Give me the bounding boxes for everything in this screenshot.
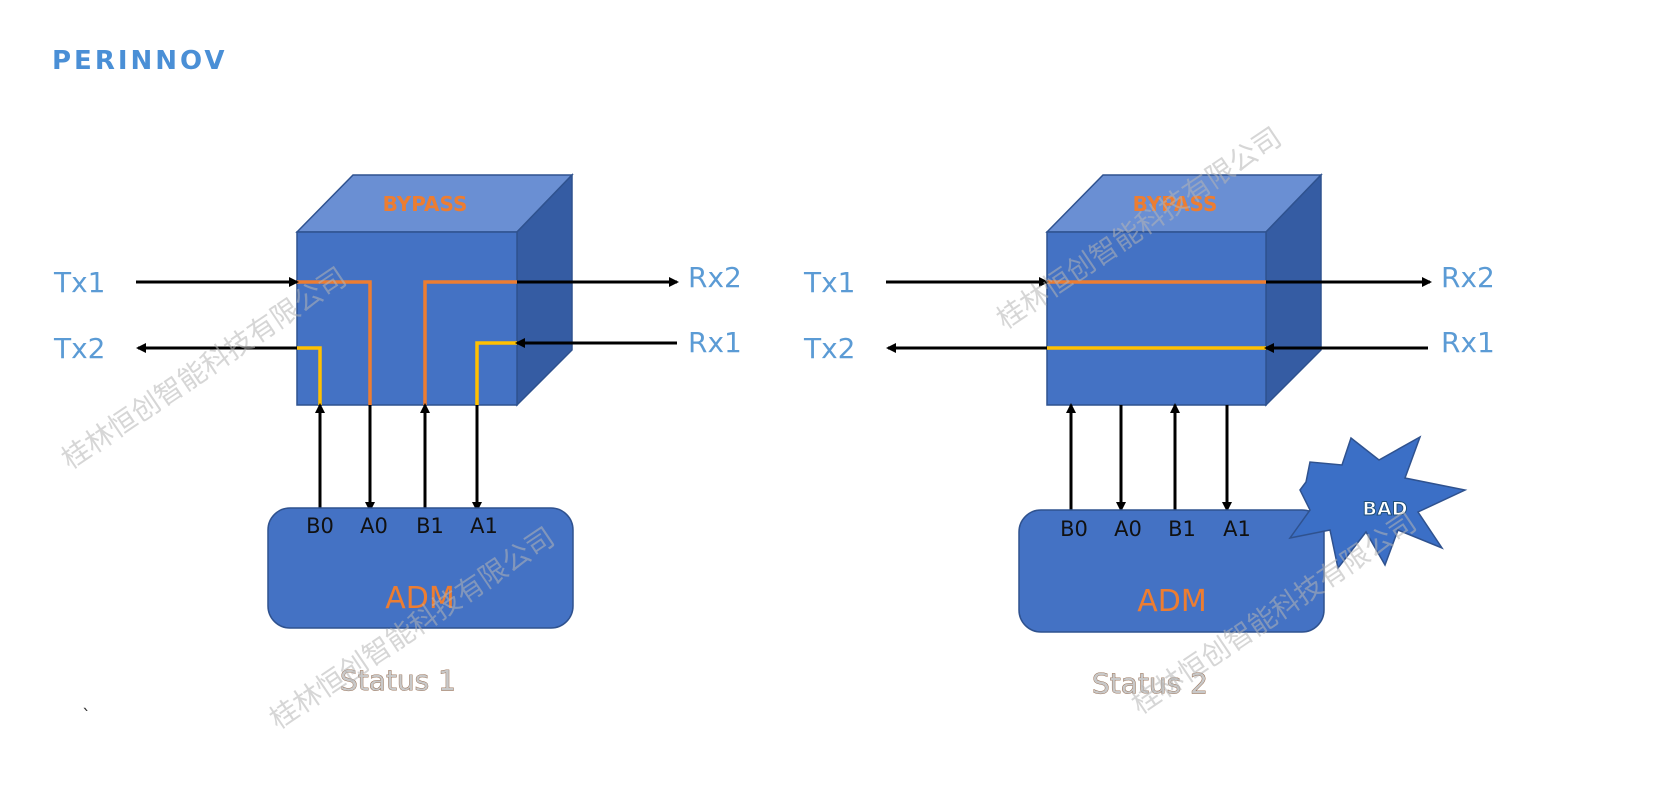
pin-b1: B1 [416,514,444,538]
cube-front-face [296,231,518,406]
pin-a0: A0 [1114,517,1142,541]
label-rx2: Rx2 [1441,261,1495,294]
path-rx1-to-a1 [475,341,517,405]
status-caption: Status 2 [1092,667,1208,700]
pin-a1: A1 [1223,517,1251,541]
status-caption: Status 1 [340,664,456,697]
internal-paths [1047,280,1266,350]
pin-b1: B1 [1168,517,1196,541]
pin-a0: A0 [360,514,388,538]
brand-logo-text: PERINNOV [52,46,228,76]
adm-arrows [1066,403,1232,512]
path-tx1-to-a0 [297,280,372,405]
label-tx1: Tx1 [803,266,856,299]
pin-b0: B0 [1060,517,1088,541]
pin-b0: B0 [306,514,334,538]
label-rx2: Rx2 [688,261,742,294]
burst-icon [1288,435,1468,570]
fault-badge: BAD [1288,435,1468,570]
label-rx1: Rx1 [688,326,742,359]
internal-paths [297,280,517,405]
diagram-status-1: BYPASS Tx1 Tx2 Rx2 Rx1 [53,173,742,697]
label-tx1: Tx1 [53,266,106,299]
brand-logo: PERINNOV [52,46,228,76]
adm-label: ADM [385,581,455,616]
label-tx2: Tx2 [803,332,856,365]
port-arrows [886,277,1432,353]
pin-a1: A1 [470,514,498,538]
diagram-status-2: BYPASS Tx1 Tx2 Rx2 Rx1 B0 A0 B1 A1 [803,173,1495,700]
adm-label: ADM [1137,584,1207,619]
adm-arrows [315,403,482,512]
path-b1-to-rx2 [423,280,517,405]
port-arrows [136,277,679,353]
adm-rect [1018,509,1325,633]
adm-box: B0 A0 B1 A1 ADM [267,507,574,629]
cube-title: BYPASS [383,192,468,216]
cube-front-face [1046,231,1267,406]
cube-title: BYPASS [1133,192,1218,216]
fault-badge-label: BAD [1363,498,1408,520]
label-tx2: Tx2 [53,332,106,365]
label-rx1: Rx1 [1441,326,1495,359]
adm-box: B0 A0 B1 A1 ADM [1018,509,1325,633]
stray-mark: ` [82,706,91,727]
adm-rect [267,507,574,629]
path-b0-to-tx2 [297,346,322,405]
